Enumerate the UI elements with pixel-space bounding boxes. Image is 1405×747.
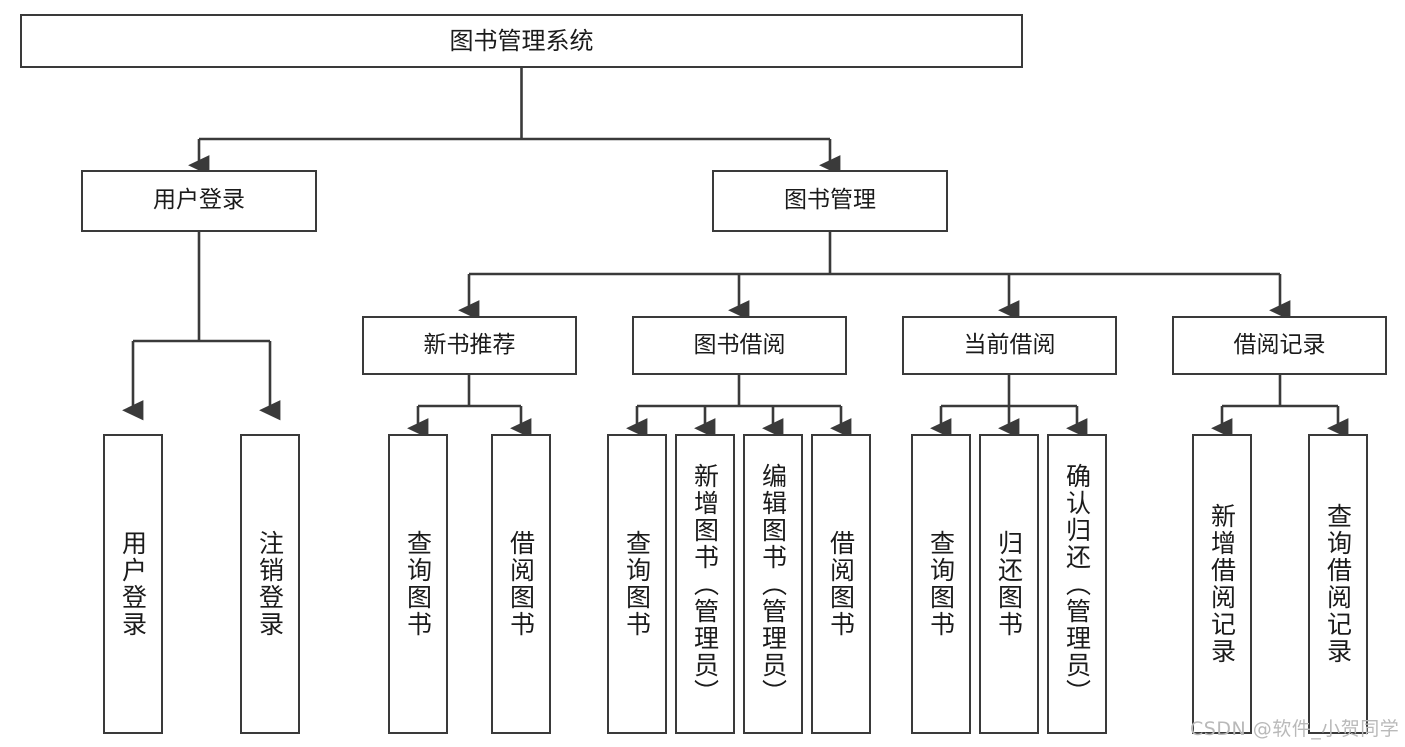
node-book-borrow[interactable]: 图书借阅: [632, 316, 847, 375]
node-leaf-add-record[interactable]: 新增借阅记录: [1192, 434, 1252, 734]
node-leaf-query-book-3-label: 查询图书: [926, 530, 956, 638]
node-book-borrow-label: 图书借阅: [693, 331, 786, 358]
node-leaf-borrow-book-2-label: 借阅图书: [826, 530, 856, 638]
node-leaf-user-logout-label: 注销登录: [255, 530, 285, 638]
node-leaf-return-book[interactable]: 归还图书: [979, 434, 1039, 734]
node-leaf-add-record-label: 新增借阅记录: [1207, 503, 1237, 665]
node-leaf-confirm-return[interactable]: 确认归还（管理员）: [1047, 434, 1107, 734]
node-leaf-return-book-label: 归还图书: [994, 530, 1024, 638]
node-leaf-borrow-book-1-label: 借阅图书: [506, 530, 536, 638]
node-leaf-borrow-book-1[interactable]: 借阅图书: [491, 434, 551, 734]
node-borrow-record[interactable]: 借阅记录: [1172, 316, 1387, 375]
node-leaf-user-login[interactable]: 用户登录: [103, 434, 163, 734]
node-book-manage-label: 图书管理: [784, 187, 876, 214]
node-leaf-query-book-2-label: 查询图书: [622, 530, 652, 638]
node-leaf-query-book-3[interactable]: 查询图书: [911, 434, 971, 734]
node-new-book-rec-label: 新书推荐: [423, 331, 516, 358]
node-current-borrow[interactable]: 当前借阅: [902, 316, 1117, 375]
node-leaf-query-book-1-label: 查询图书: [403, 530, 433, 638]
node-root[interactable]: 图书管理系统: [20, 14, 1023, 68]
node-leaf-confirm-return-label: 确认归还（管理员）: [1062, 462, 1092, 706]
node-book-manage[interactable]: 图书管理: [712, 170, 948, 232]
node-leaf-edit-book-label: 编辑图书（管理员）: [758, 462, 788, 706]
node-leaf-query-book-1[interactable]: 查询图书: [388, 434, 448, 734]
node-current-borrow-label: 当前借阅: [963, 331, 1056, 358]
node-leaf-add-book-label: 新增图书（管理员）: [690, 462, 720, 706]
node-leaf-borrow-book-2[interactable]: 借阅图书: [811, 434, 871, 734]
node-leaf-add-book[interactable]: 新增图书（管理员）: [675, 434, 735, 734]
node-leaf-user-logout[interactable]: 注销登录: [240, 434, 300, 734]
csdn-watermark: CSDN @软件_小贺同学: [1190, 718, 1400, 740]
node-new-book-rec[interactable]: 新书推荐: [362, 316, 577, 375]
node-leaf-query-book-2[interactable]: 查询图书: [607, 434, 667, 734]
node-leaf-edit-book[interactable]: 编辑图书（管理员）: [743, 434, 803, 734]
node-borrow-record-label: 借阅记录: [1233, 331, 1326, 358]
node-user-login[interactable]: 用户登录: [81, 170, 317, 232]
node-root-label: 图书管理系统: [449, 26, 594, 55]
node-user-login-label: 用户登录: [153, 187, 245, 214]
node-leaf-query-record[interactable]: 查询借阅记录: [1308, 434, 1368, 734]
node-leaf-user-login-label: 用户登录: [118, 530, 148, 638]
node-leaf-query-record-label: 查询借阅记录: [1323, 503, 1353, 665]
